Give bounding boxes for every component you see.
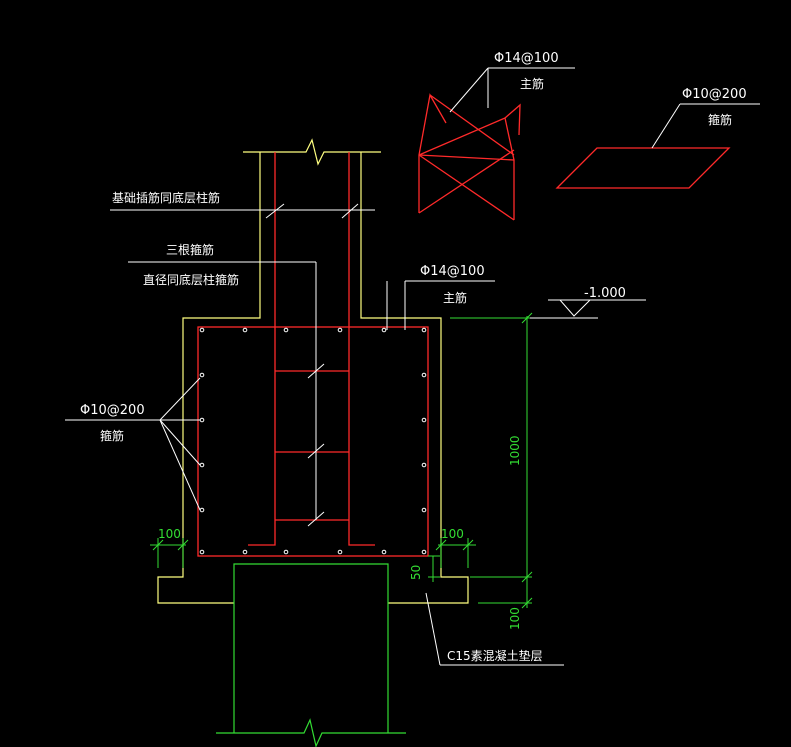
three-stirrups-line2: 直径同底层柱箍筋: [143, 272, 239, 287]
dimension-text: 100 100 50 1000 100: [158, 435, 522, 630]
rebar-cage: [197, 152, 429, 557]
main-rebar-shape-detail: [418, 93, 521, 221]
three-stirrups-line1: 三根箍筋: [166, 242, 214, 257]
dimension-lines: [150, 312, 533, 609]
cushion-note: C15素混凝土垫层: [447, 648, 543, 663]
stirrup-detail-spec: Φ10@200: [682, 87, 747, 102]
column-dowel-note: 基础插筋同底层柱筋: [112, 190, 220, 205]
elevation-value: -1.000: [584, 286, 626, 301]
dim-right-100: 100: [441, 527, 464, 541]
annotation-text: Φ14@100 主筋 Φ10@200 箍筋 基础插筋同底层柱筋 三根箍筋 直径同…: [80, 51, 747, 663]
main-rebar-detail-name: 主筋: [520, 76, 544, 91]
stirrup-shape-detail: [555, 147, 731, 189]
concrete-outline: [157, 138, 469, 604]
dim-cushion-100: 100: [508, 607, 522, 630]
dim-left-100: 100: [158, 527, 181, 541]
main-rebar-name: 主筋: [443, 290, 467, 305]
dim-cover-50: 50: [409, 565, 423, 580]
pier-below: [216, 563, 406, 747]
leader-lines: [65, 67, 760, 666]
main-rebar-spec: Φ14@100: [420, 264, 485, 279]
main-rebar-detail-spec: Φ14@100: [494, 51, 559, 66]
rebar-dots: [199, 327, 427, 555]
stirrup-detail-name: 箍筋: [708, 112, 732, 127]
dim-height-1000: 1000: [508, 435, 522, 466]
side-stirrup-spec: Φ10@200: [80, 403, 145, 418]
side-stirrup-name: 箍筋: [100, 428, 124, 443]
